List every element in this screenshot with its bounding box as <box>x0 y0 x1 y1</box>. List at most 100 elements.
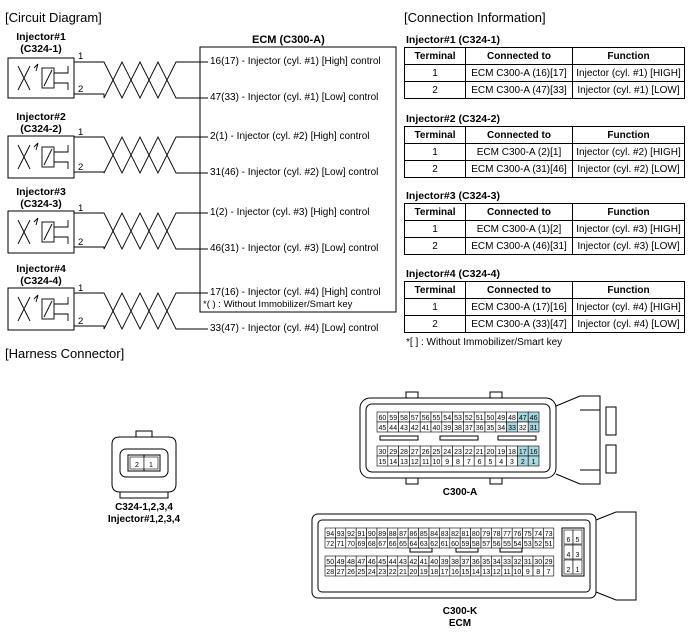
c300k-pin-29: 29 <box>545 559 553 566</box>
c300k-pin-93: 93 <box>337 531 345 538</box>
c300k-side-pin-3: 3 <box>576 552 580 559</box>
th-connected: Connected to <box>465 203 573 221</box>
cell: ECM C300-A (33)[47] <box>465 315 573 333</box>
c300a-pin-57: 57 <box>411 415 419 422</box>
c300k-pin-52: 52 <box>534 541 542 548</box>
c300k-pin-67: 67 <box>378 541 386 548</box>
th-function: Function <box>572 126 685 144</box>
c300k-side-pin-2: 2 <box>567 567 571 574</box>
injector-4-label: Injector#4 (C324-4) <box>8 263 74 287</box>
inj4-pin-1: 1 <box>78 283 84 294</box>
c300a-pin-2: 2 <box>521 459 525 466</box>
c300k-pin-83: 83 <box>441 531 449 538</box>
c300a-pin-49: 49 <box>497 415 505 422</box>
c300k-pin-46: 46 <box>368 559 376 566</box>
c300k-side-pin-4: 4 <box>567 552 571 559</box>
c300k-pin-59: 59 <box>462 541 470 548</box>
c300k-pin-57: 57 <box>482 541 490 548</box>
c300a-pin-54: 54 <box>443 415 451 422</box>
injector-4-box <box>7 287 75 331</box>
c300a-pin-36: 36 <box>476 425 484 432</box>
injector-3-label: Injector#3 (C324-3) <box>8 186 74 210</box>
cell: 1 <box>404 220 466 238</box>
c300k-pin-90: 90 <box>368 531 376 538</box>
c300a-pin-60: 60 <box>379 415 387 422</box>
injector-3-code: (C324-3) <box>20 198 62 210</box>
cell: 2 <box>404 160 466 178</box>
cell: ECM C300-A (46)[31] <box>465 237 573 255</box>
harness-connector-title: [Harness Connector] <box>5 346 125 361</box>
c300a-pin-33: 33 <box>508 425 516 432</box>
wire-inj2-low <box>74 135 200 175</box>
c300k-pin-77: 77 <box>503 531 511 538</box>
injector-2-box <box>7 135 75 179</box>
c300a-pin-47: 47 <box>519 415 527 422</box>
c300k-pin-56: 56 <box>493 541 501 548</box>
c300a-pin-52: 52 <box>465 415 473 422</box>
c300a-pin-59: 59 <box>389 415 397 422</box>
c300k-pin-12: 12 <box>493 569 501 576</box>
c300a-pin-45: 45 <box>379 425 387 432</box>
th-function: Function <box>572 281 685 299</box>
c300k-caption-1: C300-K <box>442 606 478 617</box>
th-function: Function <box>572 203 685 221</box>
c300a-pin-41: 41 <box>422 425 430 432</box>
c300a-pin-23: 23 <box>454 449 462 456</box>
c300k-pin-88: 88 <box>389 531 397 538</box>
c300a-pin-28: 28 <box>400 449 408 456</box>
c300k-pin-32: 32 <box>514 559 522 566</box>
c300k-pin-85: 85 <box>420 531 428 538</box>
c300k-pin-61: 61 <box>441 541 449 548</box>
c300k-pin-24: 24 <box>368 569 376 576</box>
injector-1-code: (C324-1) <box>20 43 62 55</box>
ecm-line-5: 1(2) - Injector (cyl. #3) [High] control <box>210 207 370 218</box>
wire-inj2-high <box>74 135 200 175</box>
c300k-pin-38: 38 <box>451 559 459 566</box>
inj3-pin-2: 2 <box>78 237 84 248</box>
c300k-pin-63: 63 <box>420 541 428 548</box>
c300a-pin-16: 16 <box>530 449 538 456</box>
c300k-connector-drawing <box>311 511 637 601</box>
c300a-pin-19: 19 <box>497 449 505 456</box>
c300a-pin-15: 15 <box>379 459 387 466</box>
c300a-pin-31-cell <box>527 421 540 433</box>
c300a-pin-4: 4 <box>499 459 503 466</box>
c300k-pin-82: 82 <box>451 531 459 538</box>
c300k-side-pin-5-cell <box>572 529 583 545</box>
c300k-pin-7: 7 <box>547 569 551 576</box>
c300k-pin-50: 50 <box>326 559 334 566</box>
c300k-pin-42: 42 <box>410 559 418 566</box>
c300a-pin-39: 39 <box>443 425 451 432</box>
c300k-pin-86: 86 <box>410 531 418 538</box>
th-terminal: Terminal <box>404 126 466 144</box>
c300k-pin-22: 22 <box>389 569 397 576</box>
ecm-title: ECM (C300-A) <box>252 34 325 46</box>
c300a-pin-8: 8 <box>456 459 460 466</box>
c300a-pin-51: 51 <box>476 415 484 422</box>
c300k-pin-68: 68 <box>368 541 376 548</box>
ecm-line-2: 47(33) - Injector (cyl. #1) [Low] contro… <box>210 92 379 103</box>
c300k-pin-11: 11 <box>503 569 510 576</box>
c300a-pin-26: 26 <box>422 449 430 456</box>
c300k-side-pin-1-cell <box>572 559 583 575</box>
wire-inj1-low <box>74 60 200 100</box>
c300k-side-pin-5: 5 <box>576 537 580 544</box>
c300a-pin-3: 3 <box>510 459 514 466</box>
c300k-pin-37: 37 <box>462 559 470 566</box>
wire-inj3-high <box>74 211 200 251</box>
cell: ECM C300-A (47)[33] <box>465 81 573 99</box>
injector-1-box <box>7 57 75 99</box>
c300a-pin-48: 48 <box>508 415 516 422</box>
c300a-pin-46: 46 <box>530 415 538 422</box>
cell: 2 <box>404 315 466 333</box>
c300a-pin-1: 1 <box>532 459 536 466</box>
circuit-diagram-title: [Circuit Diagram] <box>5 10 102 25</box>
cell: 1 <box>404 143 466 161</box>
inj1-pin-1: 1 <box>78 51 84 62</box>
cell: ECM C300-A (16)[17] <box>465 64 573 82</box>
c300k-pin-48: 48 <box>347 559 355 566</box>
